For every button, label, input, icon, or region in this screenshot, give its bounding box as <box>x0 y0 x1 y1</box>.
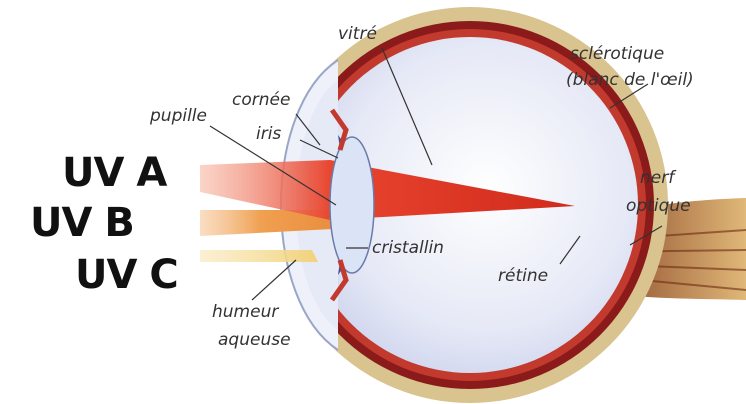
uvc-beam <box>200 250 318 262</box>
vitre-label: vitré <box>338 26 377 43</box>
uvc-label: UV C <box>75 255 178 295</box>
cornee-label: cornée <box>232 92 290 109</box>
sclerotique-label: sclérotique <box>570 46 664 63</box>
cristallin-label: cristallin <box>372 240 444 257</box>
retine-label: rétine <box>498 268 548 285</box>
nerf-label: nerf <box>640 170 674 187</box>
uvb-label: UV B <box>30 203 134 243</box>
humeur-label-2: aqueuse <box>218 332 291 349</box>
humeur-label: humeur <box>212 304 278 321</box>
uva-label: UV A <box>62 153 166 193</box>
nerf-label-2: optique <box>626 198 691 215</box>
sclerotique-label-2: (blanc de l'œil) <box>566 72 694 89</box>
iris-label: iris <box>256 126 281 143</box>
pupille-label: pupille <box>150 108 207 125</box>
